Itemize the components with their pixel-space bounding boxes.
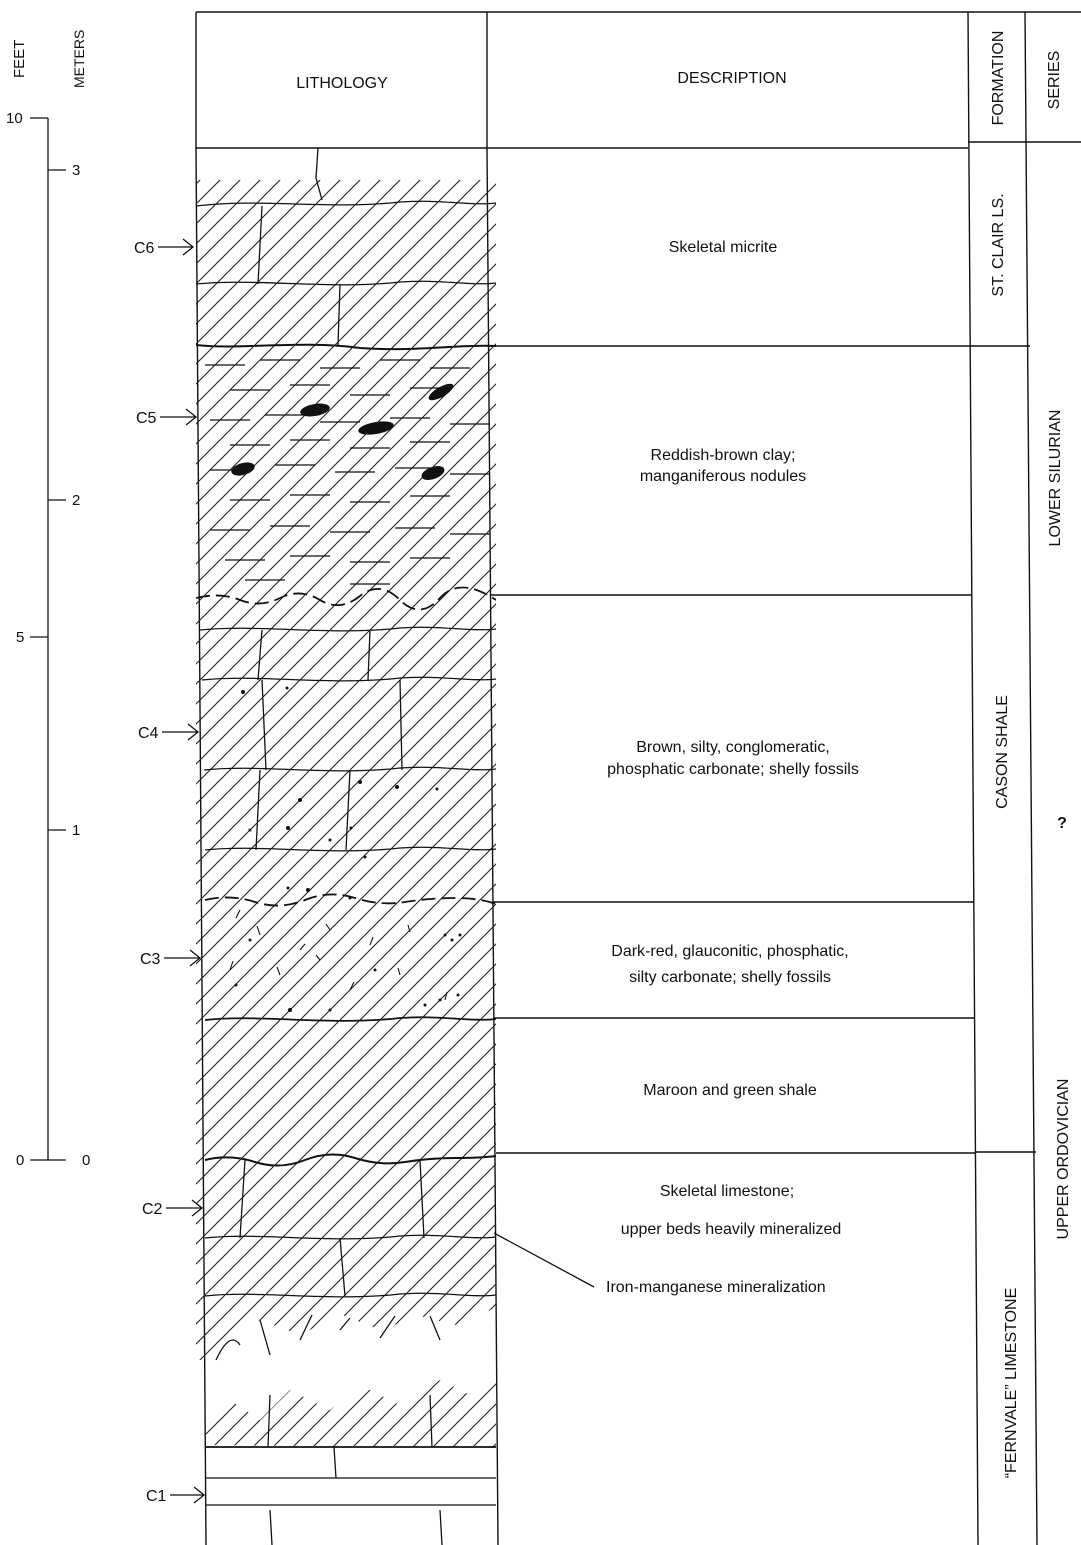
meters-axis-label: METERS	[71, 30, 87, 88]
desc-darkred-line2: silty carbonate; shelly fossils	[629, 969, 831, 986]
phosphatic-specks	[234, 686, 462, 1012]
sample-arrow-c4	[162, 723, 200, 741]
desc-clay-line2: manganiferous nodules	[640, 468, 806, 485]
manganese-nodules	[231, 383, 454, 480]
sample-arrow-c6	[158, 238, 195, 256]
meter-tick-label-0: 0	[82, 1152, 90, 1169]
feet-tick-label-0: 0	[16, 1152, 24, 1169]
formation-header: FORMATION	[990, 31, 1007, 126]
sample-label-c4: C4	[138, 725, 159, 742]
series-header: SERIES	[1046, 51, 1063, 110]
bedding-lines	[196, 148, 496, 1545]
formation-fernvale: “FERNVALE” LIMESTONE	[1003, 1288, 1020, 1479]
desc-iron-manganese: Iron-manganese mineralization	[606, 1279, 826, 1296]
iron-manganese-leader-line	[493, 1232, 595, 1288]
desc-maroon-shale: Maroon and green shale	[643, 1082, 817, 1099]
formation-left-border	[967, 11, 979, 1545]
sample-label-c3: C3	[140, 951, 161, 968]
sample-arrow-c1	[170, 1486, 206, 1504]
series-column: LOWER SILURIAN ? UPPER ORDOVICIAN	[1047, 410, 1072, 1240]
sample-arrow-c5	[160, 408, 198, 426]
sample-markers: C6 C5 C4 C3 C2 C1	[134, 238, 206, 1505]
sample-arrow-c3	[164, 949, 202, 967]
desc-skeletal-micrite: Skeletal micrite	[669, 239, 778, 256]
sample-label-c5: C5	[136, 410, 157, 427]
depth-scale: FEET METERS 10 5 0 3 2 1 0	[6, 30, 90, 1169]
description-header: DESCRIPTION	[677, 70, 786, 87]
feet-tick-label-5: 5	[16, 629, 24, 646]
meter-tick-label-3: 3	[72, 162, 80, 179]
sample-label-c2: C2	[142, 1201, 163, 1218]
series-upper-ordovician: UPPER ORDOVICIAN	[1055, 1079, 1072, 1240]
feet-axis-label: FEET	[11, 40, 28, 78]
clay-dash-pattern	[205, 359, 490, 585]
desc-skeletal-ls-line2: upper beds heavily mineralized	[621, 1221, 842, 1238]
limestone-hatch-upper	[196, 180, 496, 1360]
formation-cason-shale: CASON SHALE	[994, 695, 1011, 809]
desc-skeletal-ls-line1: Skeletal limestone;	[660, 1183, 794, 1200]
feet-tick-label-10: 10	[6, 110, 23, 127]
desc-brown-line1: Brown, silty, conglomeratic,	[636, 739, 830, 756]
glauconite-streaks	[229, 909, 448, 1001]
sample-label-c6: C6	[134, 240, 155, 257]
sample-label-c1: C1	[146, 1488, 167, 1505]
description-column: Skeletal micrite Reddish-brown clay; man…	[489, 239, 976, 1296]
lithology-header: LITHOLOGY	[296, 75, 388, 92]
lithology-column	[196, 148, 496, 1545]
column-headers: LITHOLOGY DESCRIPTION FORMATION SERIES	[296, 31, 1063, 126]
desc-clay-line1: Reddish-brown clay;	[651, 447, 796, 464]
meter-tick-label-2: 2	[72, 492, 80, 509]
formation-column: ST. CLAIR LS. CASON SHALE “FERNVALE” LIM…	[970, 193, 1036, 1478]
series-lower-silurian: LOWER SILURIAN	[1047, 410, 1064, 547]
formation-st-clair: ST. CLAIR LS.	[990, 193, 1007, 296]
limestone-hatch-lower	[205, 1368, 496, 1448]
sample-arrow-c2	[166, 1199, 204, 1217]
desc-brown-line2: phosphatic carbonate; shelly fossils	[607, 761, 859, 778]
series-uncertain-marker: ?	[1057, 815, 1067, 832]
meter-tick-label-1: 1	[72, 822, 80, 839]
series-left-border	[1024, 11, 1038, 1545]
desc-darkred-line1: Dark-red, glauconitic, phosphatic,	[611, 943, 848, 960]
